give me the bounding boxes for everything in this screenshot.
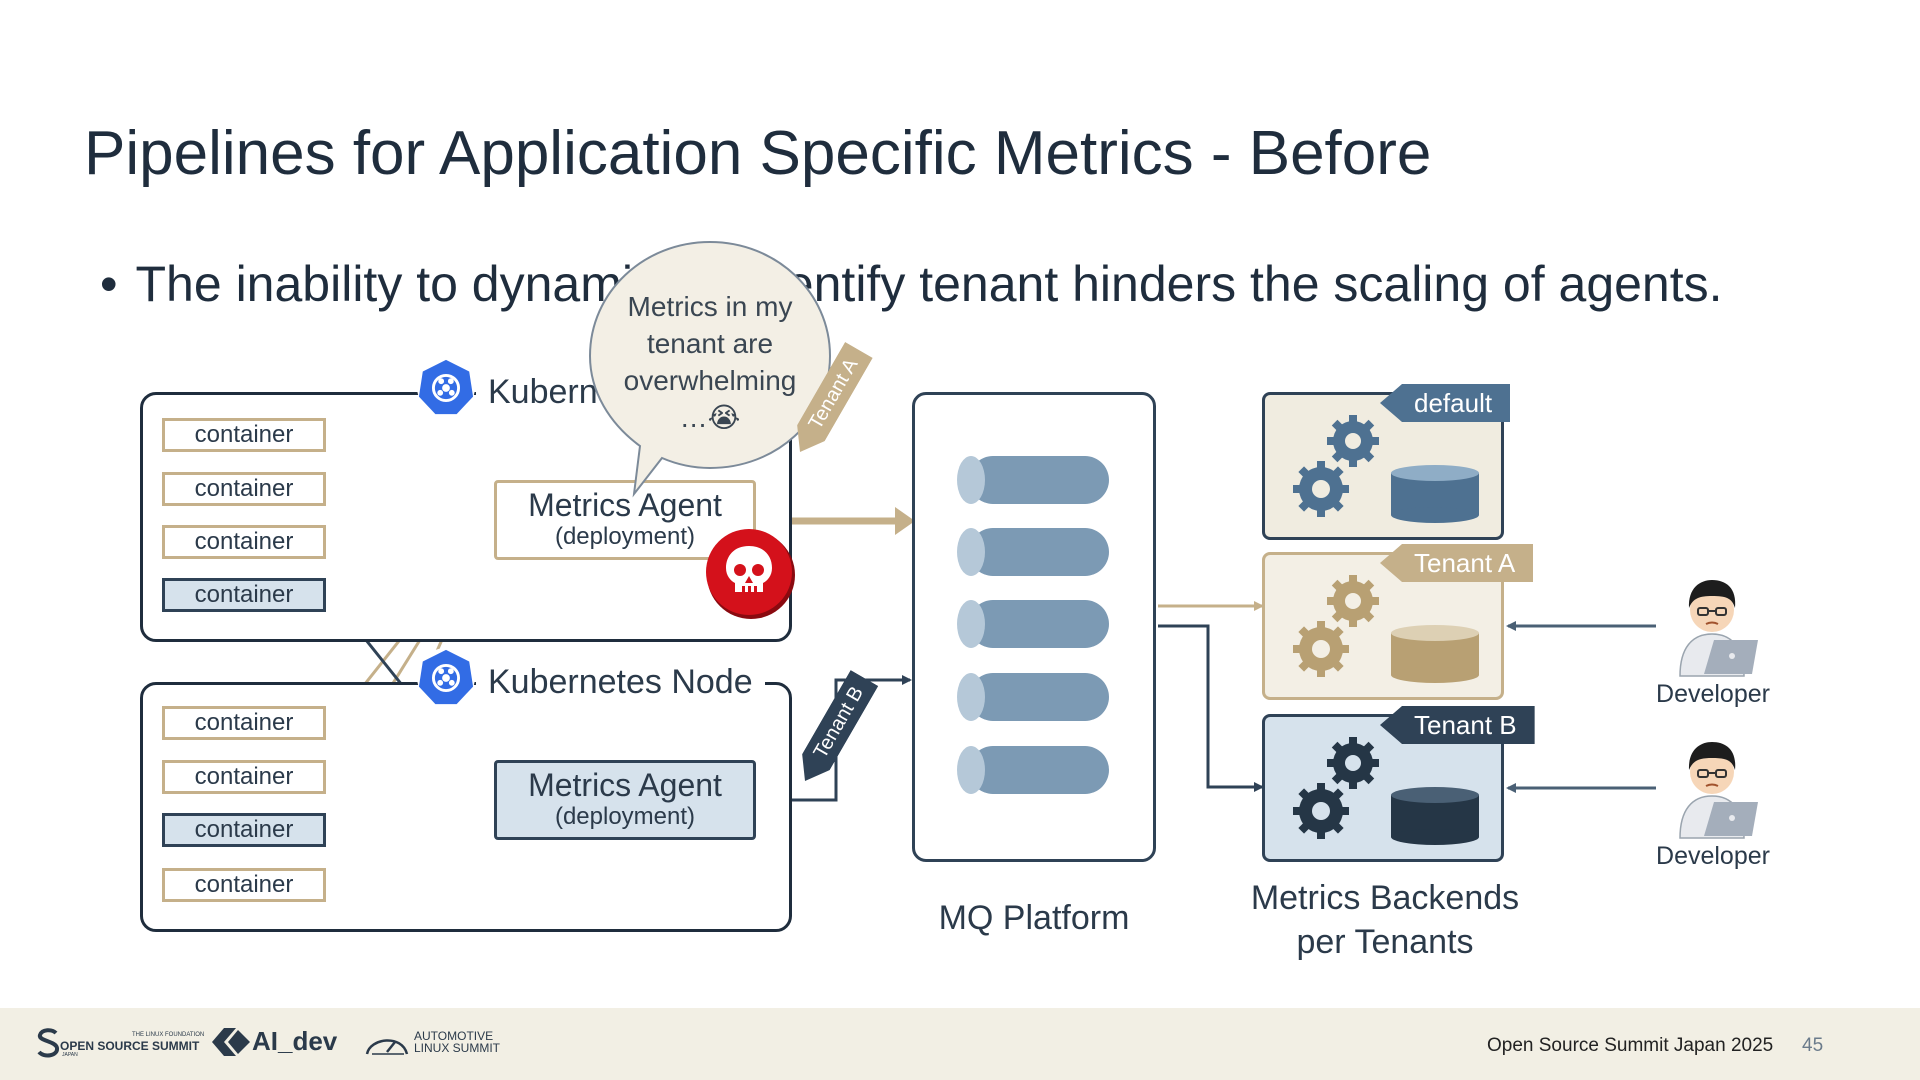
oss-logo-sub: JAPAN: [62, 1052, 78, 1058]
kubernetes-icon: [417, 358, 475, 416]
oss-logo-icon: [37, 1028, 59, 1058]
developer-icon: [1660, 568, 1770, 683]
gear-icon: [1293, 783, 1349, 839]
queue-cylinder-5: [957, 746, 1109, 794]
gear-icon: [1293, 621, 1349, 677]
ai-dev-logo-icon: [212, 1028, 250, 1056]
gear-icon: [1327, 415, 1379, 467]
bubble-line-2: tenant are: [646, 328, 774, 359]
backend-tenant-a: [1262, 552, 1504, 700]
bullet-text: The inability to dynamically identify te…: [135, 256, 1723, 312]
database-icon: [1391, 465, 1479, 523]
backend-tag-default: default: [1380, 384, 1511, 422]
agent1-to-mq-arrowhead: [895, 507, 915, 535]
oss-logo-text: OPEN SOURCE SUMMIT: [60, 1039, 200, 1053]
queue-cylinder-3: [957, 600, 1109, 648]
agent-name-2: Metrics Agent: [528, 767, 722, 803]
node-label-2: Kubernetes Node: [476, 663, 765, 702]
mq-platform-label: MQ Platform: [938, 899, 1130, 937]
skull-icon: [704, 526, 798, 625]
bubble-line-3: overwhelming: [623, 365, 797, 396]
mq-to-tenant-b-arrow: [1158, 624, 1264, 792]
bullet-point: • The inability to dynamically identify t…: [100, 255, 1723, 313]
bubble-line-1: Metrics in my: [627, 291, 793, 322]
bubble-line-4: …😭: [679, 402, 741, 433]
queue-cylinder-1: [957, 456, 1109, 504]
kubernetes-icon: [417, 648, 475, 706]
gear-icon: [1327, 575, 1379, 627]
metrics-agent-1: Metrics Agent (deployment): [494, 480, 756, 560]
footer-event-name: Open Source Summit Japan 2025: [1487, 1035, 1774, 1056]
container-3: container: [162, 525, 326, 559]
container-8: container: [162, 868, 326, 902]
developer-icon: [1660, 730, 1770, 845]
mq-queues: [957, 456, 1109, 794]
backend-tag-tenant-a: Tenant A: [1380, 544, 1534, 582]
container-2: container: [162, 472, 326, 506]
footer-bar: [0, 1008, 1920, 1080]
queue-cylinder-2: [957, 528, 1109, 576]
als-logo-icon: [365, 1039, 409, 1055]
ai-dev-logo-text: AI_dev: [252, 1026, 338, 1056]
container-4: container: [162, 578, 326, 612]
bullet-dot-icon: •: [100, 256, 118, 312]
queue-cylinder-4: [957, 673, 1109, 721]
als-logo-line1: AUTOMOTIVE: [414, 1029, 494, 1043]
oss-logo-foundation: THE LINUX FOUNDATION: [132, 1032, 205, 1038]
developer-label-2: Developer: [1656, 842, 1770, 870]
agent-name-1: Metrics Agent: [528, 487, 722, 523]
metrics-agent-2: Metrics Agent (deployment): [494, 760, 756, 840]
slide-title: Pipelines for Application Specific Metri…: [84, 119, 1432, 188]
backends-label-line2: per Tenants: [1296, 923, 1474, 961]
gear-icon: [1293, 461, 1349, 517]
agent-type-1: (deployment): [554, 523, 696, 550]
backends-label: Metrics Backends per Tenants: [1230, 876, 1540, 964]
gear-icon: [1327, 737, 1379, 789]
als-logo-line2: LINUX SUMMIT: [414, 1041, 501, 1055]
database-icon: [1391, 625, 1479, 683]
backend-tenant-b: [1262, 714, 1504, 862]
container-1: container: [162, 418, 326, 452]
container-6: container: [162, 760, 326, 794]
container-7: container: [162, 813, 326, 847]
container-5: container: [162, 706, 326, 740]
page-number: 45: [1802, 1035, 1824, 1056]
database-icon: [1391, 787, 1479, 845]
backends-label-line1: Metrics Backends: [1250, 879, 1520, 917]
agent-type-2: (deployment): [554, 803, 696, 830]
developer-label-1: Developer: [1656, 680, 1770, 708]
backend-tag-tenant-b: Tenant B: [1380, 706, 1535, 744]
